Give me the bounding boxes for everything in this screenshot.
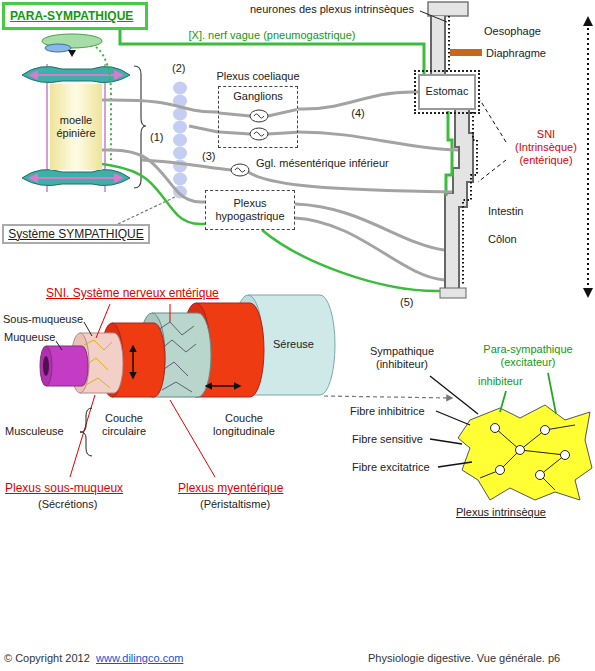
- zoom-arrow: [324, 396, 452, 398]
- input-label: Para-sympathique (excitateur): [478, 343, 578, 369]
- function-label: (Sécrétions): [38, 498, 97, 511]
- nerve-connector: [102, 164, 205, 224]
- organ-box: Estomac: [418, 74, 476, 110]
- node-text: Système SYMPATHIQUE: [8, 227, 144, 241]
- plexus-label: Plexus sous-muqueux: [5, 481, 123, 495]
- organ-label: Oesophage: [484, 25, 541, 38]
- leader-line: [420, 11, 447, 22]
- nerve-label: [X]. nerf vague (pneumogastrique): [189, 29, 356, 42]
- sympathetic-chain: [173, 82, 187, 199]
- node-text: Plexus hypogastrique: [209, 197, 291, 223]
- node-text: Estomac: [420, 85, 474, 98]
- fiber-label: Fibre excitatrice: [352, 461, 430, 474]
- nerve-connector: [102, 150, 205, 202]
- system-box: PARA-SYMPATHIQUE: [2, 2, 148, 30]
- plexus-box: Plexus hypogastrique: [205, 190, 295, 230]
- bracket: [134, 66, 146, 188]
- input-label: inhibiteur: [478, 375, 523, 388]
- callout-number: (5): [400, 296, 413, 309]
- organ-label: Diaphragme: [486, 47, 546, 60]
- node-text: moelle épinière: [52, 114, 100, 140]
- system-box: Système SYMPATHIQUE: [2, 224, 150, 244]
- intrinsic-plexus-drawing: [430, 373, 592, 500]
- vertebra-drawing: [22, 64, 130, 192]
- layer-label: Musculeuse: [5, 425, 64, 438]
- callout-number: (1): [150, 131, 163, 144]
- layer-label: Muqueuse: [4, 331, 55, 344]
- enteric-connectors: [478, 100, 506, 182]
- section-title: SNI. Système nerveux entérique: [46, 286, 219, 300]
- node-text: Ganglions: [222, 90, 294, 103]
- range-arrow: [587, 18, 589, 296]
- layer-label: Séreuse: [273, 338, 314, 351]
- ganglion-symbol: [231, 164, 249, 176]
- layer-label: Couche longitudinale: [206, 412, 282, 438]
- fiber-label: Fibre inhibitrice: [350, 405, 425, 418]
- sacral-parasympathetic: [262, 230, 440, 291]
- plexus-label: Plexus myentérique: [178, 481, 283, 495]
- layer-label: Sous-muqueuse: [3, 313, 83, 326]
- spinal-cord: moelle épinière: [50, 84, 102, 170]
- organ-label: Côlon: [488, 233, 517, 246]
- nerve-connector: [298, 92, 418, 109]
- input-label: Sympathique (inhibiteur): [362, 345, 442, 371]
- plexus-label: Plexus intrinsèque: [456, 506, 546, 519]
- copyright-text: © Copyright 2012: [4, 652, 90, 665]
- callout-number: (3): [202, 150, 215, 163]
- nerve-lines: [142, 126, 458, 280]
- system-label: SNI (Intrinsèque) (entérique): [510, 128, 582, 168]
- ganglion-label: Ggl. mésentérique inférieur: [256, 157, 389, 170]
- callout-number: (4): [351, 107, 364, 120]
- website-link: www.dilingco.com: [96, 652, 183, 665]
- organ-label: Intestin: [488, 205, 523, 218]
- leader-lines: [56, 304, 215, 477]
- brainstem-drawing: [42, 34, 102, 57]
- vagus-continuation: [446, 111, 452, 196]
- ganglion-box: Plexus coeliaqueGanglions: [218, 86, 298, 148]
- nerve-connector: [102, 100, 218, 112]
- structure-label: neurones des plexus intrinsèques: [250, 3, 414, 16]
- fiber-label: Fibre sensitive: [352, 433, 423, 446]
- node-text: PARA-SYMPATHIQUE: [10, 9, 140, 23]
- gut-wall-cylinder: [40, 295, 335, 397]
- function-label: (Péristaltisme): [200, 498, 270, 511]
- page-footer: Physiologie digestive. Vue générale. p6: [368, 652, 560, 665]
- plexus-heading: Plexus coeliaque: [207, 70, 309, 83]
- layer-label: Couche circulaire: [96, 412, 152, 438]
- callout-number: (2): [172, 62, 185, 75]
